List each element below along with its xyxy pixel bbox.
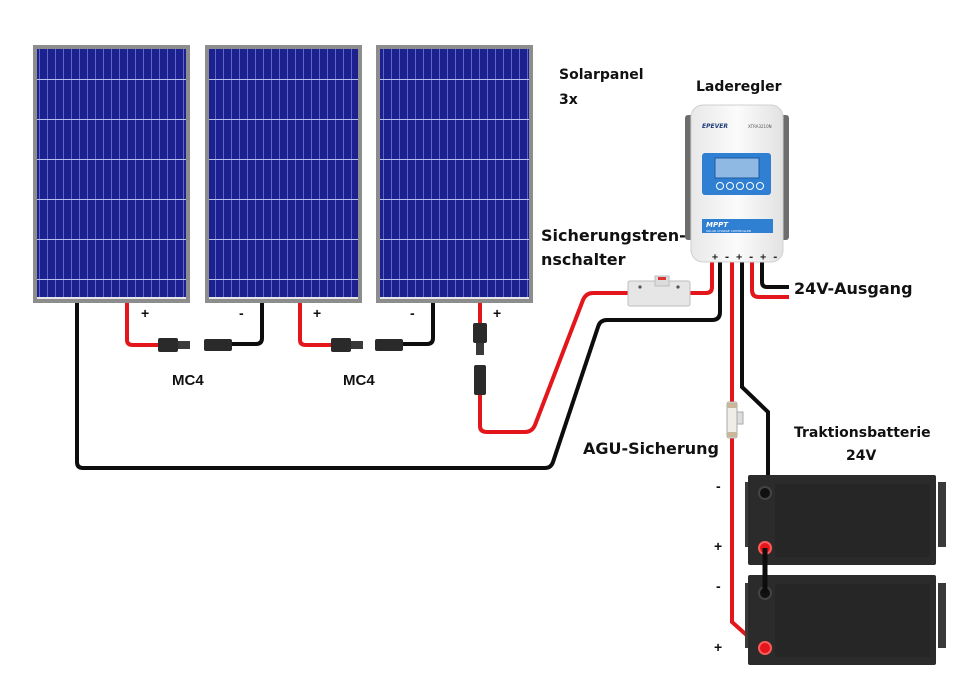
breaker-label-line2: nschalter <box>541 250 626 269</box>
battery-label-line2: 24V <box>846 448 876 464</box>
battery-1 <box>745 475 946 565</box>
panel2-negative-lead <box>232 303 264 346</box>
panel3-plus-mark: + <box>493 305 501 321</box>
panel2-minus-mark: - <box>239 305 244 321</box>
solar-panel-1 <box>33 45 190 303</box>
controller-type-subtitle: SOLAR CHARGE CONTROLLER <box>706 229 751 233</box>
controller-terminals: + - + - + - <box>712 252 778 263</box>
solar-panel-3 <box>376 45 533 303</box>
panel3-minus-mark: - <box>410 305 415 321</box>
battery-2-plus-mark: + <box>714 639 722 655</box>
negative-wire-main <box>75 262 722 470</box>
mc4-label-2: MC4 <box>343 372 375 389</box>
charge-controller: EPEVER XTRA3210N MPPT SOLAR CHARGE CONTR… <box>685 104 789 263</box>
controller-brand: EPEVER <box>702 123 728 130</box>
solar-panel-count-label: 3x <box>559 92 578 108</box>
agu-fuse <box>726 401 744 439</box>
battery-1-plus-mark: + <box>714 538 722 554</box>
battery-negative-wire <box>740 262 770 488</box>
mc4-label-1: MC4 <box>172 372 204 389</box>
controller-buttons <box>716 182 764 190</box>
panel3-negative-lead <box>403 303 435 346</box>
mc4-connector-pair-1 <box>158 338 232 352</box>
load-negative-wire <box>760 262 789 289</box>
load-positive-wire <box>750 262 789 299</box>
battery-2-positive-terminal <box>758 641 772 655</box>
battery-label-line1: Traktionsbatterie <box>794 425 931 441</box>
breaker-label-line1: Sicherungstren- <box>541 226 686 245</box>
controller-model: XTRA3210N <box>748 124 772 129</box>
charge-controller-label: Laderegler <box>696 79 782 95</box>
panel1-positive-lead <box>125 303 160 347</box>
battery-1-minus-mark: - <box>716 478 721 494</box>
mc4-connector-pair-3 <box>473 323 487 395</box>
battery-1-negative-terminal <box>758 486 772 500</box>
panel2-positive-lead <box>298 303 333 347</box>
mc4-connector-pair-2 <box>331 338 403 352</box>
load-output-label: 24V-Ausgang <box>794 279 913 298</box>
panel2-plus-mark: + <box>313 305 321 321</box>
controller-type-title: MPPT <box>706 221 729 229</box>
agu-fuse-label: AGU-Sicherung <box>583 439 719 458</box>
circuit-breaker <box>627 275 691 307</box>
solar-panel-2 <box>205 45 362 303</box>
panel1-plus-mark: + <box>141 305 149 321</box>
positive-wire-to-breaker <box>478 291 632 434</box>
battery-2 <box>745 575 946 665</box>
positive-wire-breaker-to-controller <box>690 262 714 295</box>
battery-2-minus-mark: - <box>716 578 721 594</box>
solar-panel-label: Solarpanel <box>559 67 644 83</box>
